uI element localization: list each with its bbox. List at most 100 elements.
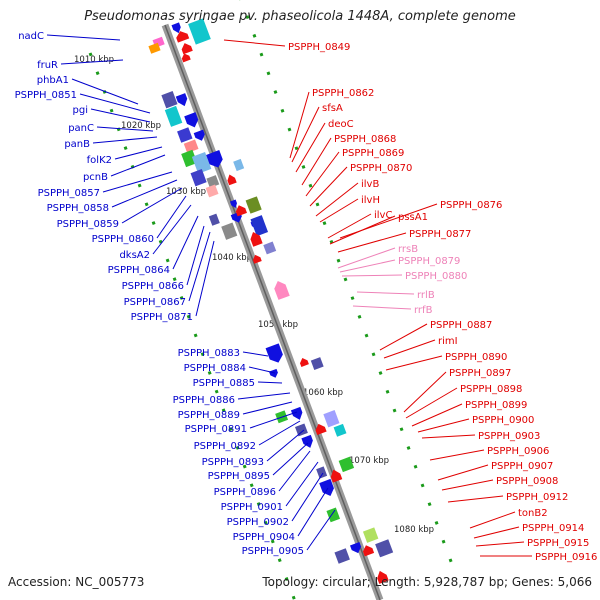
left-gene-label: dksA2 [119, 250, 150, 261]
reverse-gene-block [250, 215, 269, 237]
reverse-gene-arrow [362, 545, 375, 557]
right-gene-leader [339, 203, 438, 239]
right-gene-leader [469, 511, 516, 529]
left-gene-leader [102, 171, 173, 193]
forward-gene-block [190, 169, 207, 187]
left-gene-label: PSPPH_0859 [57, 219, 119, 230]
reverse-gene-arrow [274, 280, 290, 300]
forward-gene-arrow [350, 541, 362, 554]
left-gene-label: PSPPH_0864 [108, 265, 170, 276]
kbp-tick-label: 1060 kbp [303, 388, 343, 398]
forward-gene-arrow [171, 22, 181, 34]
right-gene-label: PSPPH_0912 [506, 492, 568, 503]
left-gene-leader [186, 225, 205, 286]
left-gene-leader [46, 34, 121, 41]
right-gene-leader [305, 151, 340, 197]
left-gene-label: PSPPH_0851 [15, 90, 77, 101]
rna-gene-label: PSPPH_0880 [405, 271, 467, 282]
left-gene-leader [60, 59, 124, 65]
rna-gene-leader [337, 247, 396, 269]
left-gene-label: PSPPH_0883 [178, 348, 240, 359]
left-gene-leader [96, 126, 154, 132]
rna-gene-leader [341, 274, 403, 277]
left-gene-label: PSPPH_0905 [242, 546, 304, 557]
left-gene-leader [71, 78, 139, 105]
forward-gene-block [183, 139, 199, 154]
left-gene-label: panC [68, 123, 94, 134]
forward-gene-block [148, 42, 161, 54]
right-gene-label: ilvC [374, 210, 392, 221]
right-gene-label: PSPPH_0868 [334, 134, 396, 145]
left-gene-leader [110, 154, 166, 177]
forward-gene-arrow [206, 150, 223, 168]
right-gene-leader [319, 198, 359, 223]
left-gene-label: folK2 [87, 155, 112, 166]
kbp-tick-label: 1030 kbp [166, 187, 206, 197]
left-gene-label: PSPPH_0860 [92, 234, 154, 245]
tick-track-left [239, 0, 457, 573]
right-gene-label: PSPPH_0914 [522, 523, 584, 534]
right-gene-label: PSPPH_0887 [430, 320, 492, 331]
left-gene-leader [278, 450, 311, 492]
right-gene-label: ilvH [361, 195, 380, 206]
right-gene-leader [441, 479, 494, 491]
left-gene-label: PSPPH_0886 [173, 395, 235, 406]
right-gene-leader [473, 526, 520, 539]
reverse-gene-arrow [181, 53, 191, 63]
kbp-tick-label: 1010 kbp [74, 55, 114, 65]
left-gene-label: fruR [37, 60, 58, 71]
left-gene-label: PSPPH_0889 [178, 410, 240, 421]
left-gene-label: phbA1 [37, 75, 69, 86]
left-gene-label: PSPPH_0901 [221, 502, 283, 513]
right-gene-leader [337, 232, 407, 253]
right-gene-label: PSPPH_0916 [535, 552, 597, 563]
left-gene-label: PSPPH_0857 [38, 188, 100, 199]
right-gene-label: tonB2 [518, 508, 548, 519]
reverse-gene-arrow [176, 31, 190, 43]
left-gene-leader [188, 231, 211, 302]
left-gene-label: PSPPH_0871 [131, 312, 193, 323]
right-gene-leader [447, 495, 504, 503]
forward-gene-block [181, 149, 198, 168]
right-gene-leader [405, 387, 458, 419]
left-gene-leader [79, 93, 151, 114]
left-gene-label: PSPPH_0902 [227, 517, 289, 528]
forward-gene-block [161, 91, 178, 109]
right-gene-label: PSPPH_0897 [449, 368, 511, 379]
left-gene-leader [291, 472, 324, 522]
rna-gene-label: PSPPH_0879 [398, 256, 460, 267]
right-gene-label: PSPPH_0862 [312, 88, 374, 99]
reverse-gene-arrow [299, 358, 309, 367]
left-gene-leader [248, 366, 276, 374]
forward-gene-block [164, 105, 183, 127]
rna-gene-label: rrsB [398, 244, 418, 255]
right-gene-leader [403, 371, 447, 413]
left-gene-leader [121, 187, 183, 224]
left-gene-leader [90, 108, 151, 123]
left-gene-leader [249, 411, 298, 429]
right-gene-label: PSPPH_0890 [445, 352, 507, 363]
forward-gene-arrow [319, 478, 334, 496]
left-gene-leader [152, 204, 192, 255]
forward-gene-block [221, 222, 238, 240]
right-gene-leader [223, 39, 286, 47]
right-gene-label: PSPPH_0915 [527, 538, 589, 549]
forward-gene-block [191, 152, 212, 174]
rna-gene-leader [352, 305, 412, 310]
left-gene-leader [92, 136, 158, 144]
reverse-gene-block [323, 410, 340, 428]
left-gene-label: panB [64, 139, 90, 150]
rna-gene-label: rrlB [417, 290, 435, 301]
right-gene-label: PSPPH_0907 [491, 461, 553, 472]
left-gene-label: PSPPH_0896 [214, 487, 276, 498]
right-gene-leader [295, 122, 326, 173]
forward-gene-arrow [268, 368, 278, 378]
reverse-gene-arrow [315, 423, 327, 436]
left-gene-label: PSPPH_0884 [184, 363, 246, 374]
reverse-gene-arrow [250, 231, 263, 247]
left-gene-label: nadC [18, 31, 44, 42]
forward-gene-block [177, 127, 193, 143]
right-gene-label: PSPPH_0898 [460, 384, 522, 395]
right-gene-leader [327, 213, 372, 239]
